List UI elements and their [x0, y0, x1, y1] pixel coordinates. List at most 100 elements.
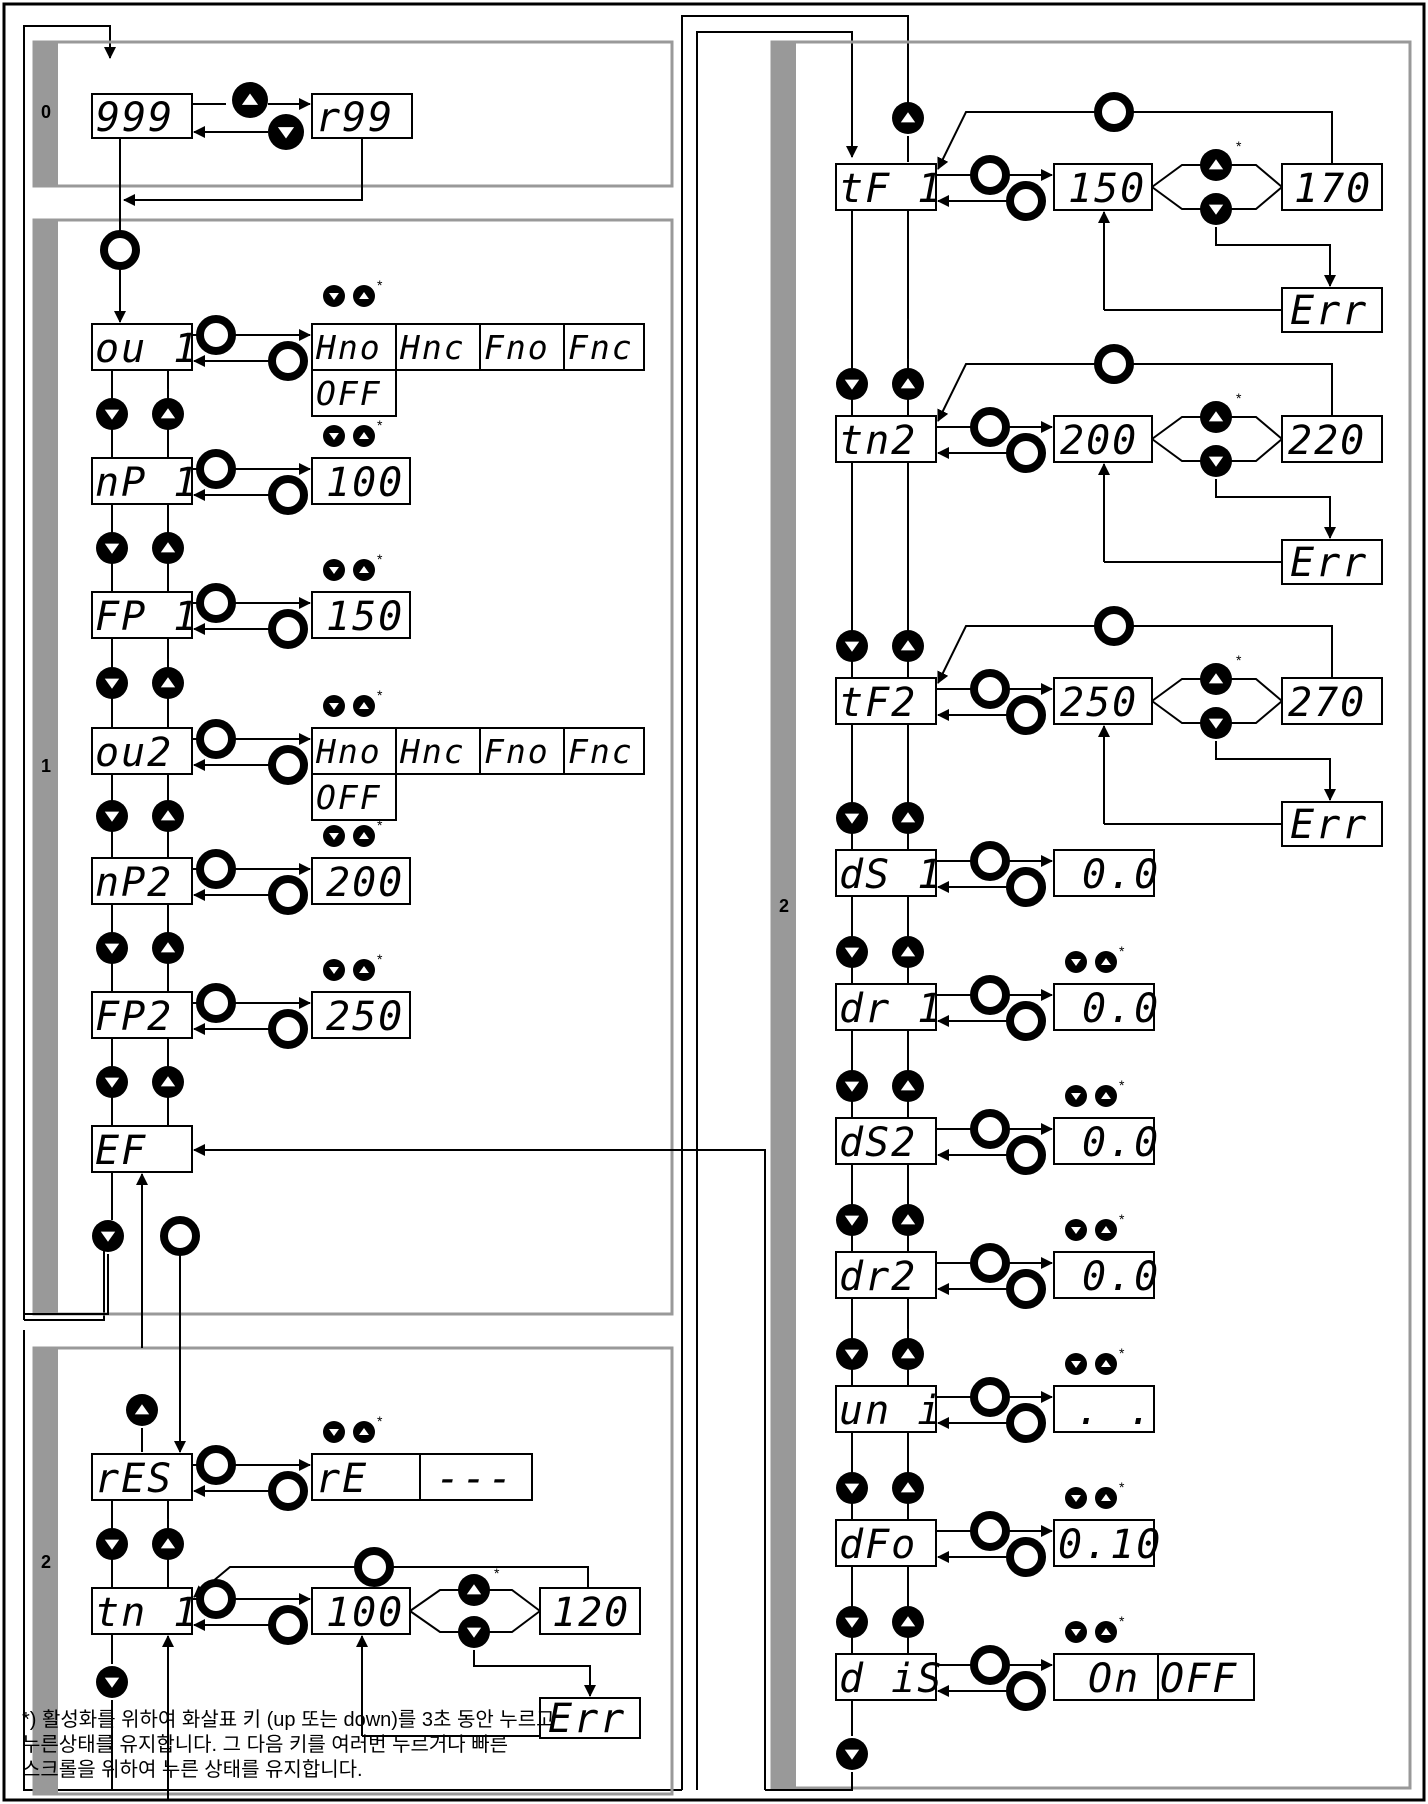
down-arrow-glyph: [100, 1231, 116, 1242]
param-tf1[interactable]: [835, 163, 937, 211]
section-panels: [32, 40, 1412, 1796]
up-arrow-glyph: [359, 292, 369, 299]
button-icons: [92, 82, 1232, 1770]
set-button-icon: [196, 1579, 236, 1619]
down-arrow-glyph: [844, 1081, 860, 1092]
connector-line: [123, 138, 363, 206]
res-opt-dashes-text: ---: [436, 1456, 514, 1502]
down-arrow-glyph: [104, 1677, 120, 1688]
dis-opt-off: [1157, 1653, 1255, 1701]
set-button-icon: [196, 849, 236, 889]
param-ds1[interactable]: [835, 849, 937, 897]
up-arrow-glyph: [1101, 1360, 1111, 1367]
down-arrow-glyph: [104, 1539, 120, 1550]
up-arrow-glyph: [160, 810, 176, 821]
fp1-value: 150: [326, 594, 404, 640]
param-np1-label: nP 1: [95, 460, 199, 506]
up-arrow-glyph: [160, 1076, 176, 1087]
tf1-limit: 170: [1294, 166, 1372, 212]
param-np1[interactable]: [91, 457, 193, 505]
section-label-1: 1: [41, 756, 51, 776]
param-ds1-label: dS 1: [839, 852, 943, 898]
display-999: [91, 93, 193, 139]
param-ds2-label: dS2: [839, 1120, 917, 1166]
tn1-value-display: [311, 1587, 411, 1635]
ou2-opt-hnc-text: Hnc: [399, 732, 466, 771]
set-button-icon: [970, 841, 1010, 881]
connector-line: [937, 625, 1098, 684]
tn2-limit-display: [1281, 415, 1383, 463]
param-uni-label: un i: [839, 1388, 943, 1434]
down-arrow-glyph: [329, 967, 339, 974]
tn2-err: Err: [1290, 540, 1368, 586]
up-arrow-glyph: [900, 1482, 916, 1493]
set-button-icon: [196, 719, 236, 759]
connector-line: [390, 1566, 589, 1588]
set-button-icon: [1006, 1671, 1046, 1711]
up-arrow-glyph: [900, 812, 916, 823]
param-ds2[interactable]: [835, 1117, 937, 1165]
set-button-icon: [196, 315, 236, 355]
dr1-value-display: [1053, 983, 1155, 1031]
set-button-icon: [970, 1377, 1010, 1417]
up-arrow-glyph: [160, 942, 176, 953]
param-ou1[interactable]: [91, 323, 193, 371]
asterisk: *: [1119, 1211, 1125, 1227]
param-tn2[interactable]: [835, 415, 937, 463]
set-button-icon: [970, 669, 1010, 709]
up-arrow-glyph: [359, 832, 369, 839]
connector-line: [1215, 479, 1336, 539]
down-arrow-glyph: [844, 1215, 860, 1226]
set-button-icon: [196, 583, 236, 623]
param-ou1-label: ou 1: [95, 326, 199, 372]
set-button-icon: [1006, 695, 1046, 735]
np2-value: 200: [326, 860, 404, 906]
set-button-icon: [1006, 1135, 1046, 1175]
set-button-icon: [268, 475, 308, 515]
down-arrow-glyph: [104, 811, 120, 822]
connector-line: [1215, 227, 1336, 287]
tn1-err: Err: [548, 1696, 626, 1742]
param-ou2[interactable]: [91, 727, 193, 775]
set-button-icon: [970, 1243, 1010, 1283]
param-np2[interactable]: [91, 857, 193, 905]
tf2-limit-display: [1281, 677, 1383, 725]
ou1-opt-hno: [311, 323, 397, 371]
up-arrow-glyph: [160, 542, 176, 553]
section-label-2-right: 2: [779, 896, 789, 916]
asterisk: *: [377, 817, 383, 833]
param-fp2[interactable]: [91, 991, 193, 1039]
ou2-opt-fnc-text: Fnc: [568, 732, 634, 771]
tn2-limit: 220: [1288, 418, 1366, 464]
param-dfo[interactable]: [835, 1519, 937, 1567]
param-dr1[interactable]: [835, 983, 937, 1031]
ou1-opt-fno: [479, 323, 565, 371]
param-uni[interactable]: [835, 1385, 937, 1433]
uni-value-display: [1053, 1385, 1155, 1433]
up-arrow-glyph: [900, 946, 916, 957]
asterisk: *: [377, 551, 383, 567]
param-dr2[interactable]: [835, 1251, 937, 1299]
set-button-icon: [1006, 181, 1046, 221]
ou2-opt-hno-text: Hno: [315, 732, 382, 771]
up-arrow-glyph: [359, 566, 369, 573]
param-ef[interactable]: [91, 1125, 193, 1173]
dis-opt-off-text: OFF: [1160, 1656, 1238, 1702]
param-tn1[interactable]: [91, 1587, 193, 1635]
param-fp1[interactable]: [91, 591, 193, 639]
dr1-value: 0.0: [1082, 986, 1160, 1032]
asterisk: *: [377, 277, 383, 293]
dis-opt-on: [1053, 1653, 1159, 1701]
ou1-opt-hno-text: Hno: [315, 328, 382, 367]
asterisk: *: [1236, 138, 1242, 154]
res-opt-re-text: rE: [316, 1456, 368, 1502]
tn1-err-display: [539, 1697, 641, 1739]
down-arrow-glyph: [844, 1349, 860, 1360]
param-res[interactable]: [91, 1453, 193, 1501]
set-button-icon: [268, 875, 308, 915]
param-dis[interactable]: [835, 1653, 937, 1701]
param-tf2[interactable]: [835, 677, 937, 725]
down-arrow-glyph: [104, 943, 120, 954]
set-button-icon: [970, 975, 1010, 1015]
up-arrow-glyph: [359, 702, 369, 709]
